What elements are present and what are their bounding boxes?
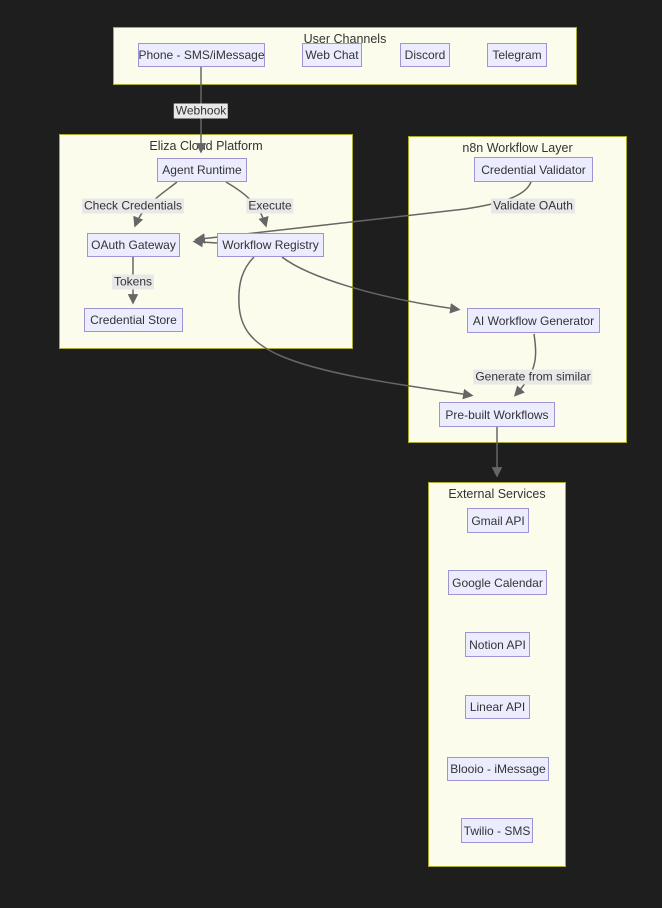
node-telegram: Telegram bbox=[487, 43, 547, 67]
edge-credential-validator-to-oauth-gateway bbox=[194, 181, 532, 244]
node-gmail-api: Gmail API bbox=[467, 508, 529, 533]
edge-label-validate-oauth: Validate OAuth bbox=[491, 198, 575, 214]
cluster-title-user-channels: User Channels bbox=[303, 32, 387, 46]
edge-workflow-registry-to-prebuilt-workflows bbox=[238, 256, 474, 400]
cluster-external-services: External Services bbox=[428, 482, 566, 867]
edge-ai-workflow-generator-to-prebuilt-workflows bbox=[513, 333, 537, 397]
node-oauth-gateway: OAuth Gateway bbox=[87, 233, 180, 257]
edge-label-tokens: Tokens bbox=[111, 274, 155, 290]
edge-workflow-registry-to-ai-workflow-generator bbox=[281, 256, 461, 314]
node-credential-store: Credential Store bbox=[84, 308, 183, 332]
node-notion-api: Notion API bbox=[465, 632, 530, 657]
node-agent-runtime: Agent Runtime bbox=[157, 158, 247, 182]
edge-label-webhook: Webhook bbox=[173, 103, 229, 119]
node-workflow-registry: Workflow Registry bbox=[217, 233, 324, 257]
node-discord: Discord bbox=[400, 43, 450, 67]
edge-label-generate-from-similar: Generate from similar bbox=[473, 369, 593, 385]
node-web-chat: Web Chat bbox=[302, 43, 362, 67]
node-blooio-imessage: Blooio - iMessage bbox=[447, 757, 549, 781]
edge-label-execute: Execute bbox=[246, 198, 294, 214]
node-twilio-sms: Twilio - SMS bbox=[461, 818, 533, 843]
node-prebuilt-workflows: Pre-built Workflows bbox=[439, 402, 555, 427]
edge-workflow-registry-to-oauth-gateway bbox=[192, 236, 218, 248]
edge-label-check-credentials: Check Credentials bbox=[81, 198, 185, 214]
node-google-calendar: Google Calendar bbox=[448, 570, 547, 595]
cluster-title-n8n-workflow-layer: n8n Workflow Layer bbox=[462, 141, 573, 155]
node-phone-sms-imessage: Phone - SMS/iMessage bbox=[138, 43, 265, 67]
node-credential-validator: Credential Validator bbox=[474, 157, 593, 182]
cluster-title-external-services: External Services bbox=[448, 487, 546, 501]
node-linear-api: Linear API bbox=[465, 695, 530, 719]
node-ai-workflow-generator: AI Workflow Generator bbox=[467, 308, 600, 333]
